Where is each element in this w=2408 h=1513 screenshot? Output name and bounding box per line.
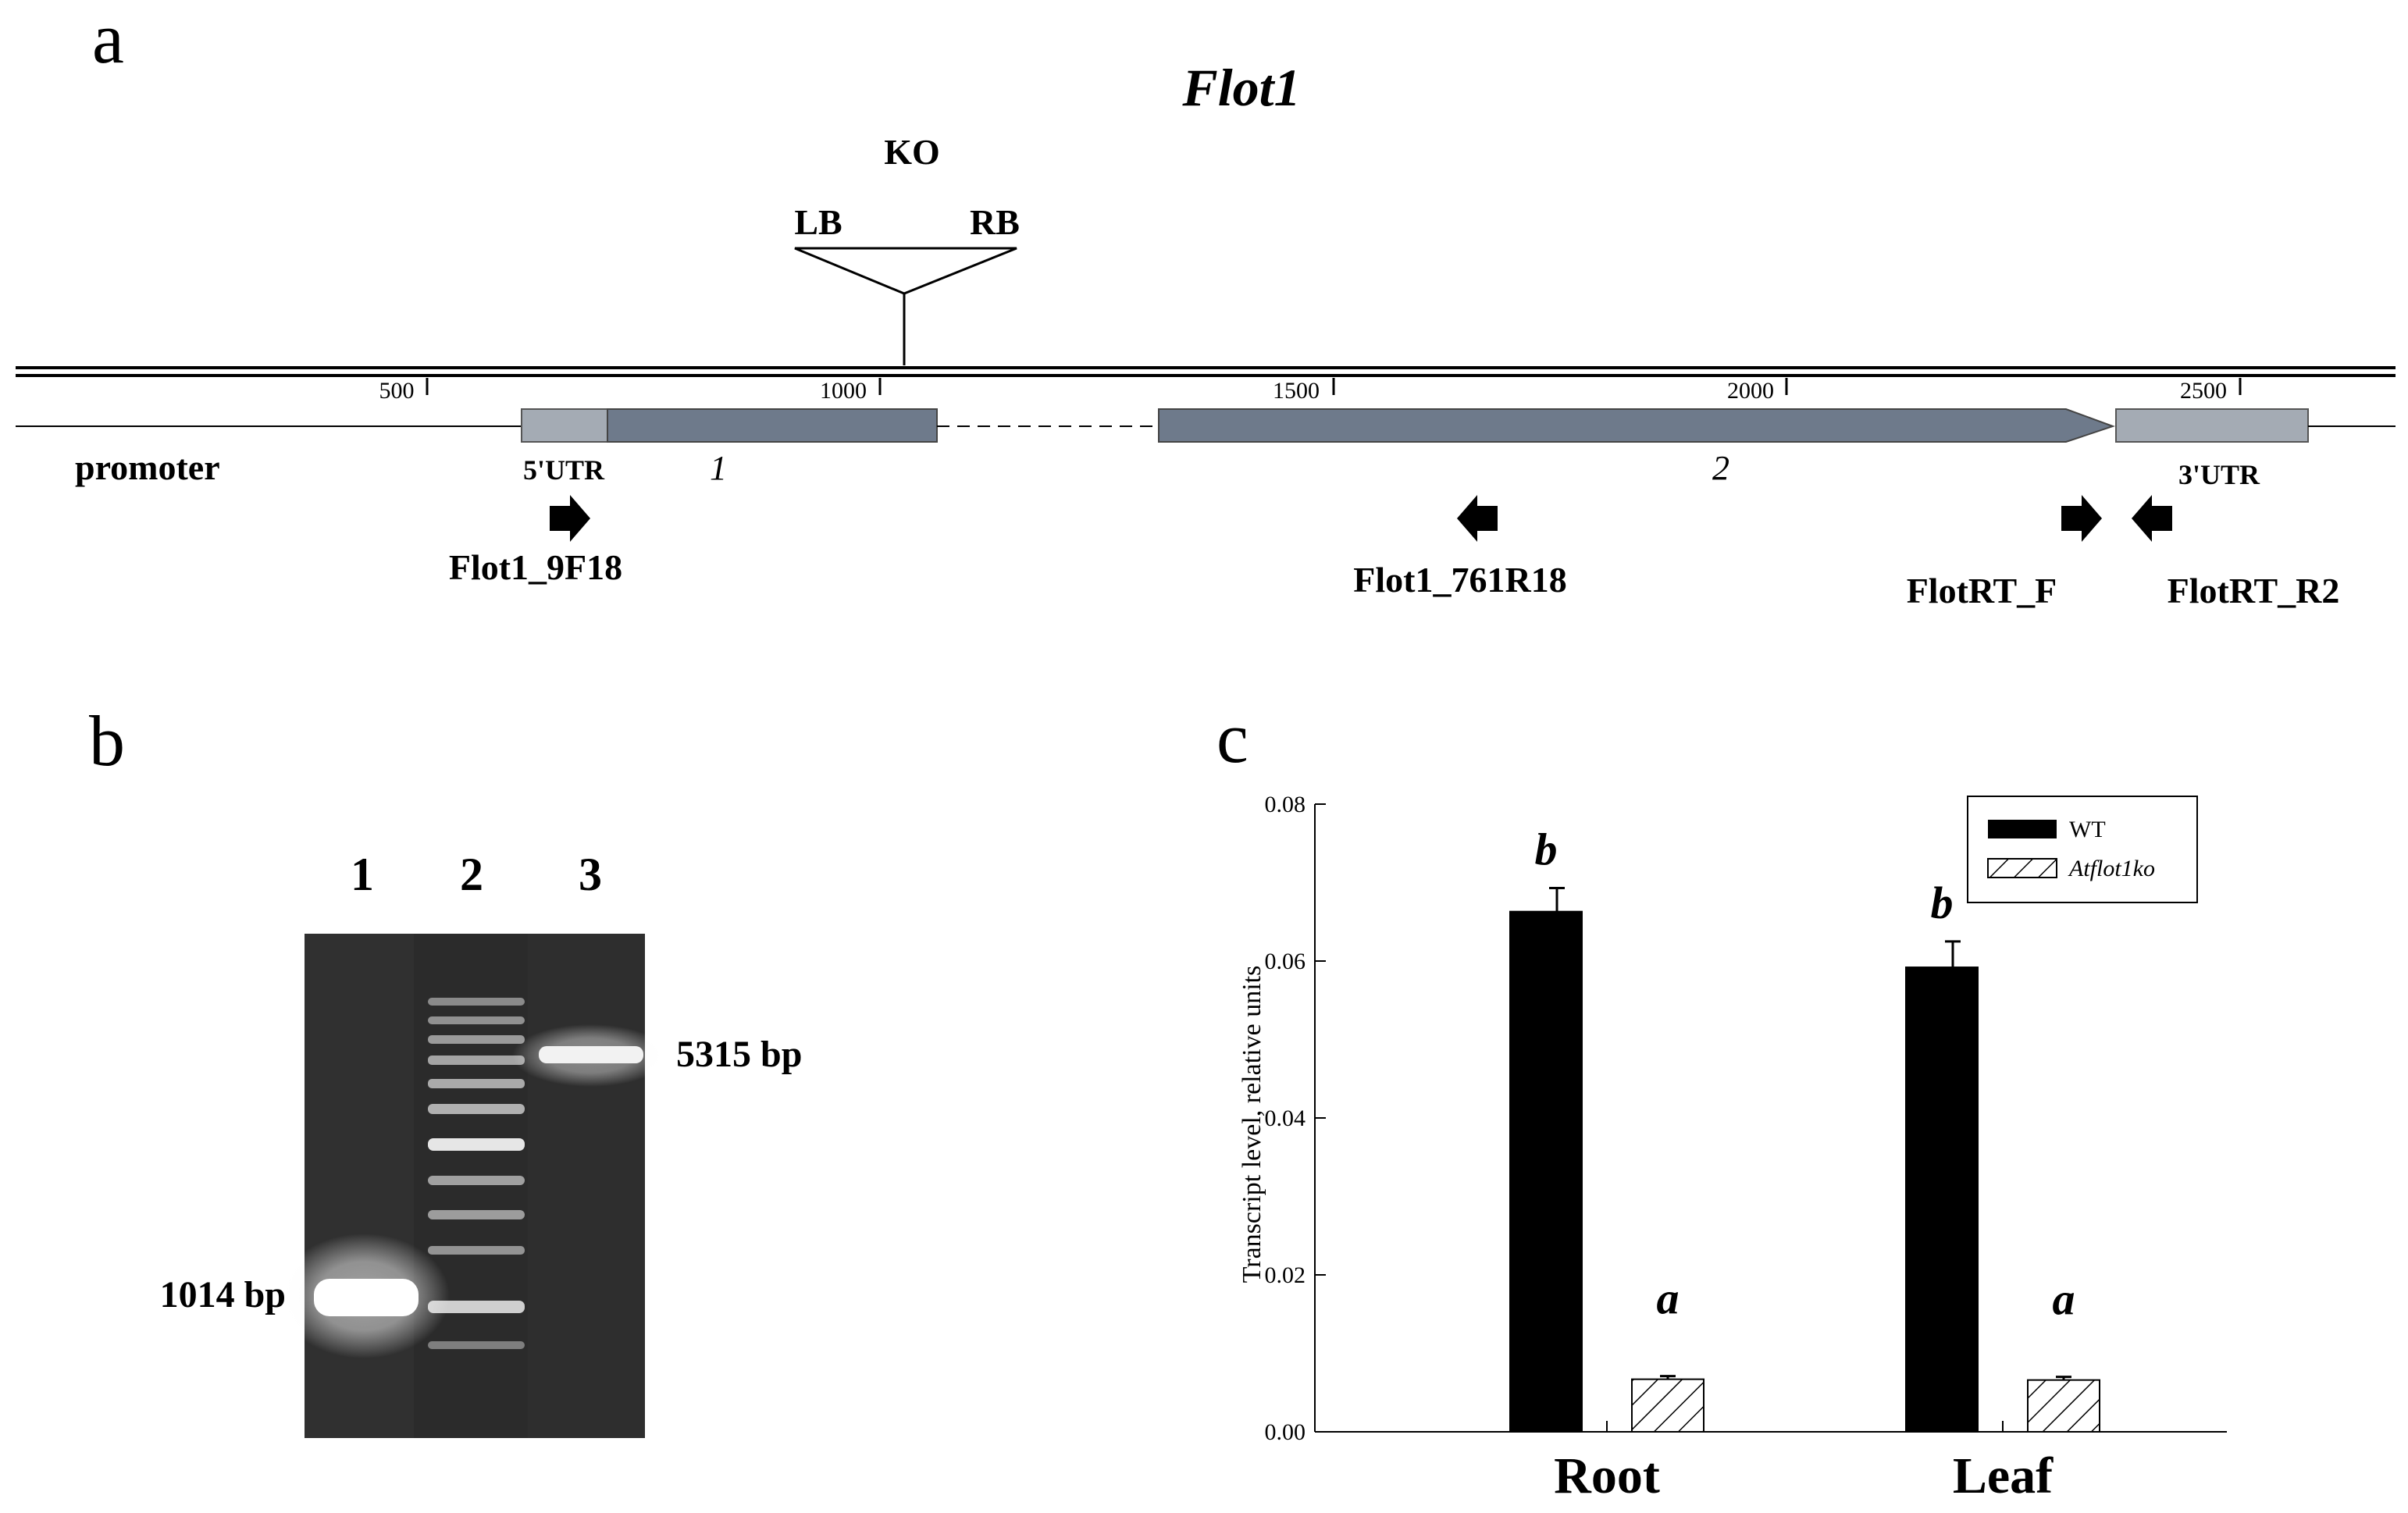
primers: Flot1_9F18 Flot1_761R18 FlotRT_F FlotRT_…: [449, 495, 2340, 611]
category-label: Leaf: [1953, 1447, 2054, 1504]
significance-letter: a: [2053, 1274, 2075, 1325]
bar-wt: [1509, 910, 1583, 1433]
bar-ko: [1631, 1378, 1704, 1433]
tick-label-2500: 2500: [2180, 378, 2227, 404]
gel-lane-1: [305, 934, 414, 1438]
panel-c-letter: c: [1216, 698, 1249, 778]
utr5-label: 5'UTR: [523, 454, 605, 486]
legend-swatch-ko: [1987, 858, 2057, 878]
primer-arrow-forward-icon: [550, 495, 590, 542]
ko-insertion: KO LB RB: [794, 132, 1020, 365]
primer-arrow-forward-icon: [2061, 495, 2102, 542]
lane-number: 2: [460, 849, 483, 900]
panel-c: c Transcript level, relative units 0.000…: [1216, 698, 2227, 1504]
primer-label: FlotRT_F: [1907, 571, 2057, 611]
ladder-bands: [428, 998, 525, 1349]
utr3-label: 3'UTR: [2178, 459, 2260, 490]
band-size-label: 5315 bp: [676, 1034, 802, 1075]
exon2-label: 2: [1712, 449, 1729, 487]
y-axis-label: Transcript level, relative units: [1238, 966, 1266, 1283]
primer-label: Flot1_761R18: [1353, 560, 1566, 600]
legend-label-ko: Atflot1ko: [2068, 856, 2155, 881]
legend-box: [1967, 796, 2198, 903]
tick-label-1500: 1500: [1273, 378, 1320, 404]
y-tick-label: 0.08: [1265, 792, 1306, 817]
y-tick-label: 0.06: [1265, 949, 1306, 974]
agarose-gel-image: [278, 934, 668, 1438]
lane-number: 1: [351, 849, 374, 900]
exon2-arrow: [1158, 408, 2116, 443]
ko-label: KO: [884, 132, 940, 172]
legend-swatch-wt: [1988, 820, 2057, 838]
panel-a-letter: a: [92, 0, 124, 78]
gene-title: Flot1: [1181, 58, 1300, 117]
y-tick-label: 0.02: [1265, 1262, 1306, 1288]
panel-b-letter: b: [89, 701, 125, 781]
primer-arrow-reverse-icon: [2132, 495, 2172, 542]
exon1-label: 1: [710, 449, 727, 487]
utr3-box: [2115, 408, 2309, 443]
legend-label-wt: WT: [2069, 817, 2106, 842]
primer-label: Flot1_9F18: [449, 547, 622, 587]
gel-lane-3: [528, 934, 645, 1438]
tick-label-2000: 2000: [1727, 378, 1774, 404]
tick-label-1000: 1000: [820, 378, 867, 404]
primer-arrow-reverse-icon: [1457, 495, 1498, 542]
exon1-box: [607, 408, 938, 443]
promoter-label: promoter: [75, 447, 220, 487]
lane-number: 3: [579, 849, 602, 900]
significance-letter: b: [1535, 824, 1558, 875]
y-tick-label: 0.04: [1265, 1105, 1306, 1131]
band-5315-bp: [539, 1046, 643, 1063]
legend: WT Atflot1ko: [1967, 796, 2198, 903]
primer-label: FlotRT_R2: [2168, 571, 2340, 611]
tick-label-500: 500: [379, 378, 415, 404]
genomic-scale: 500 1000 1500 2000 2500: [16, 366, 2396, 404]
band-1014-bp: [314, 1279, 419, 1316]
utr5-box: [521, 408, 608, 443]
lb-label: LB: [794, 202, 842, 242]
category-label: Root: [1554, 1447, 1660, 1504]
significance-letter: b: [1931, 878, 1954, 928]
gene-model: promoter 5'UTR 1 2 3'UTR: [16, 408, 2396, 490]
band-size-label: 1014 bp: [160, 1274, 286, 1315]
significance-letter: a: [1657, 1273, 1680, 1324]
rb-label: RB: [970, 202, 1020, 242]
y-tick-label: 0.00: [1265, 1419, 1306, 1445]
panel-b: b 1 2 3: [89, 701, 802, 1438]
bar-ko: [2027, 1379, 2100, 1433]
bar-wt: [1905, 967, 1979, 1433]
t-dna-triangle: [794, 247, 1017, 295]
panel-a: a Flot1 KO LB RB 500 1000 1500 2000 2500: [16, 0, 2396, 611]
